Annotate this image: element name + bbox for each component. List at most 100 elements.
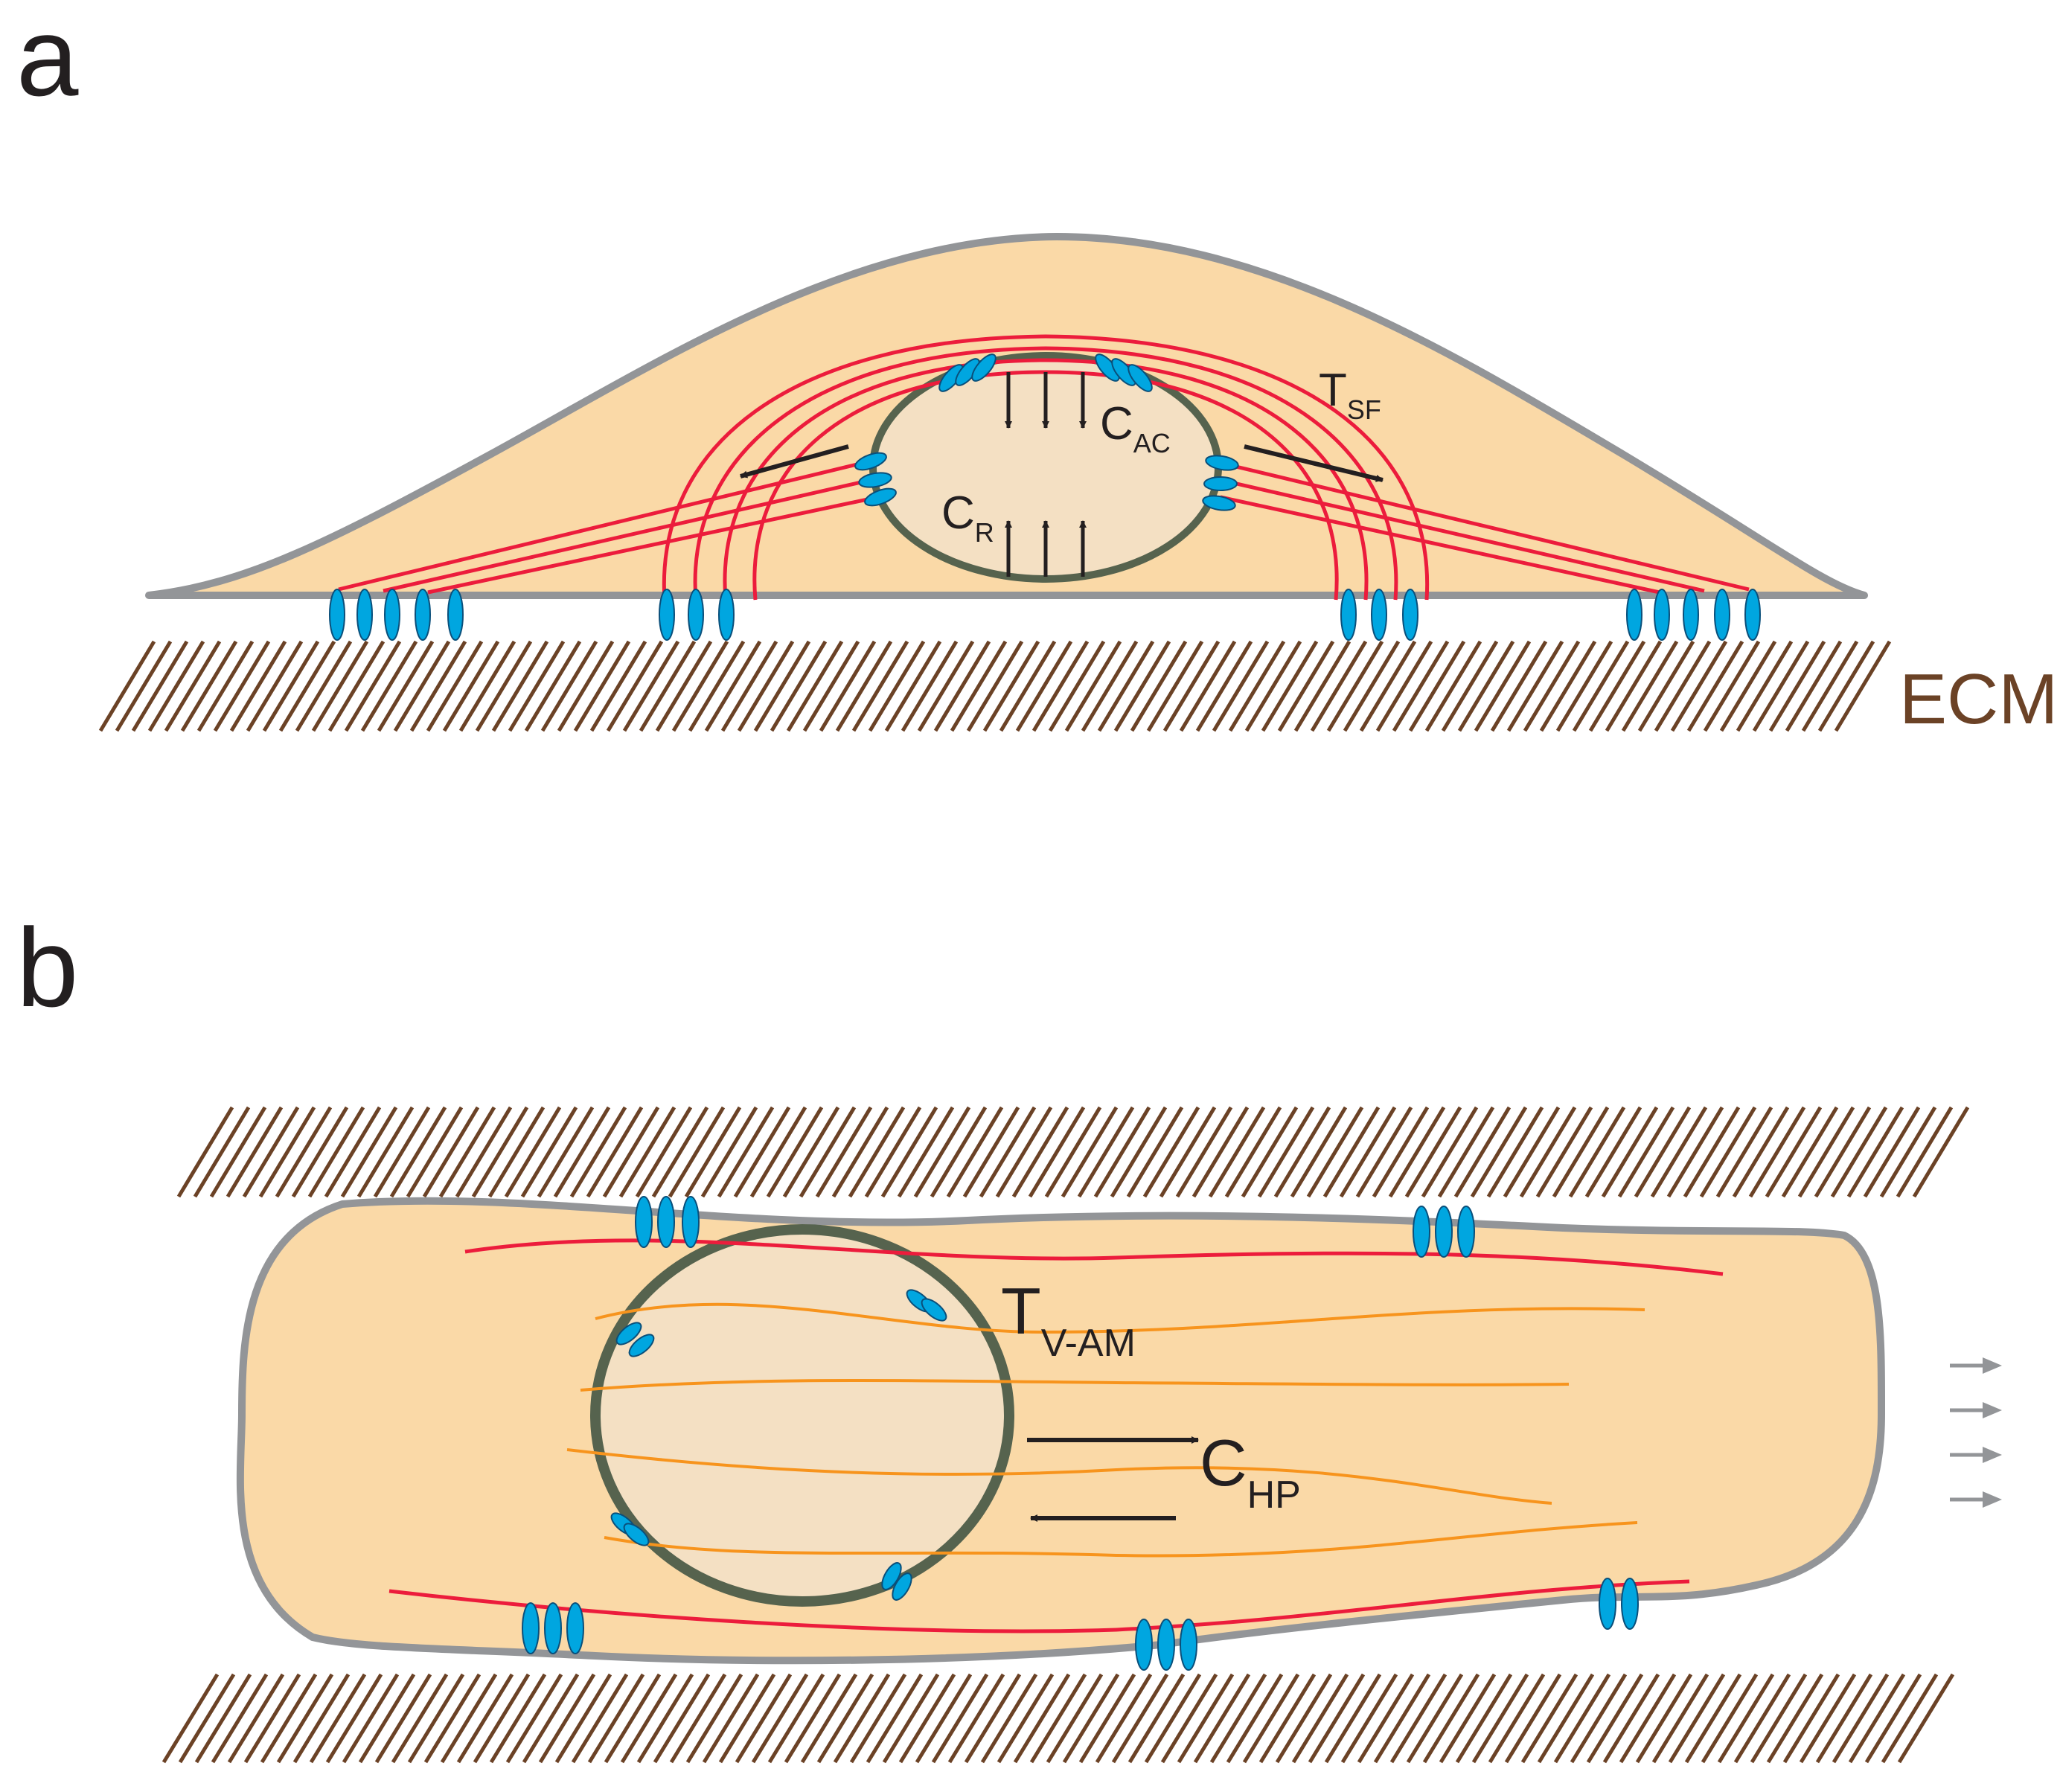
ecm-hatch-line: [538, 1673, 596, 1764]
ecm-hatch-line: [1552, 1106, 1610, 1198]
ecm-hatch-line: [1830, 1106, 1888, 1198]
ecm-hatch-line: [1617, 1106, 1675, 1198]
ecm-hatch-line: [1343, 640, 1401, 732]
ecm-hatch-line: [1717, 1673, 1775, 1764]
ecm-hatch-line: [456, 1673, 514, 1764]
ecm-hatch-line: [1422, 1673, 1480, 1764]
ecm-hatch-line: [573, 640, 631, 732]
ecm-hatch-line: [309, 1673, 367, 1764]
ecm-hatch-line: [1602, 1673, 1660, 1764]
ecm-hatch-line: [1177, 1673, 1235, 1764]
ecm-hatch-line: [1553, 1673, 1611, 1764]
ecm-hatch-line: [587, 1673, 645, 1764]
ecm-hatch-line: [913, 1106, 971, 1198]
ecm-hatch-line: [426, 640, 484, 732]
ecm-hatch-line: [1062, 1673, 1120, 1764]
ecm-hatch-line: [1605, 640, 1663, 732]
ecm-hatch-line: [407, 1673, 465, 1764]
ecm-hatch-line: [1670, 640, 1728, 732]
ecm-hatch-line: [98, 640, 156, 732]
ecm-hatch-line: [1097, 640, 1155, 732]
ecm-hatch-line: [1257, 1106, 1315, 1198]
panel-b-label: b: [16, 905, 78, 1030]
ecm-hatch-line: [1635, 1673, 1693, 1764]
ecm-hatch-line: [1588, 640, 1646, 732]
ecm-hatch-line: [717, 1106, 775, 1198]
ecm-hatch-line: [1651, 1673, 1709, 1764]
ecm-hatch-line: [1801, 640, 1859, 732]
ecm-hatch-line: [1359, 640, 1417, 732]
ecm-hatch-line: [1011, 1106, 1069, 1198]
ecm-hatch-line: [1126, 1106, 1184, 1198]
ecm-hatch-line: [1242, 1673, 1300, 1764]
ecm-hatch-line: [1666, 1106, 1724, 1198]
ecm-hatch-line: [213, 640, 271, 732]
ecm-hatch-line: [704, 640, 762, 732]
ecm-hatch-line: [1650, 1106, 1708, 1198]
ecm-hatch-line: [868, 640, 926, 732]
ecm-hatch-line: [901, 640, 959, 732]
ecm-hatch-line: [422, 1106, 480, 1198]
ecm-hatch-line: [1388, 1106, 1446, 1198]
ecm-hatch-line: [344, 640, 402, 732]
ecm-hatch-line: [505, 1673, 563, 1764]
ecm-hatch-line: [1441, 640, 1499, 732]
ecm-hatch-line: [786, 640, 844, 732]
ecm-hatch-line: [1095, 1673, 1153, 1764]
ecm-hatch-line: [1654, 640, 1712, 732]
ecm-hatch-line: [258, 1106, 316, 1198]
ecm-hatch-line: [1408, 640, 1466, 732]
ecm-hatch-line: [1277, 640, 1335, 732]
ecm-hatch-line: [880, 1106, 938, 1198]
ecm-hatch-line: [340, 1106, 398, 1198]
ecm-hatch-line: [1555, 640, 1613, 732]
ecm-hatch-line: [685, 1673, 743, 1764]
ecm-hatch-line: [639, 640, 697, 732]
ecm-hatch-line: [211, 1673, 269, 1764]
ecm-hatch-line: [1375, 640, 1433, 732]
ecm-hatch-line: [1832, 1673, 1890, 1764]
ecm-hatch-line: [1046, 1673, 1104, 1764]
ecm-hatch-line: [242, 1106, 300, 1198]
ecm-hatch-line: [1406, 1673, 1464, 1764]
ecm-hatch-line: [409, 640, 467, 732]
ecm-hatch-line: [833, 1673, 891, 1764]
ecm-hatch-line: [1568, 1106, 1626, 1198]
ecm-hatch-line: [851, 640, 909, 732]
ecm-hatch-line: [504, 1106, 562, 1198]
ecm-hatch-line: [604, 1673, 662, 1764]
ecm-hatch-a: [98, 640, 1892, 732]
ecm-hatch-line: [393, 640, 451, 732]
ecm-hatch-line: [819, 640, 877, 732]
ecm-hatch-line: [1372, 1106, 1430, 1198]
ecm-hatch-line: [1815, 1673, 1873, 1764]
ecm-hatch-b-bottom: [161, 1673, 1955, 1764]
ecm-hatch-line: [622, 640, 680, 732]
ecm-hatch-line: [540, 640, 598, 732]
ecm-hatch-line: [295, 640, 353, 732]
ecm-hatch-line: [1490, 640, 1548, 732]
c-r-label: CR: [941, 487, 994, 548]
ecm-hatch-line: [164, 640, 222, 732]
ecm-hatch-line: [1864, 1673, 1922, 1764]
ecm-hatch-line: [1310, 640, 1368, 732]
ecm-hatch-line: [835, 640, 893, 732]
ecm-hatch-line: [1621, 640, 1679, 732]
ecm-hatch-line: [684, 1106, 742, 1198]
ecm-hatch-line: [737, 640, 795, 732]
ecm-hatch-line: [653, 1673, 711, 1764]
ecm-hatch-line: [1486, 1106, 1544, 1198]
ecm-hatch-line: [784, 1673, 842, 1764]
ecm-hatch-line: [1373, 1673, 1431, 1764]
ecm-hatch-line: [1077, 1106, 1135, 1198]
ecm-hatch-line: [225, 1106, 284, 1198]
ecm-hatch-line: [735, 1673, 793, 1764]
ecm-hatch-line: [618, 1106, 676, 1198]
ecm-hatch-line: [1193, 1673, 1251, 1764]
t-vam-label: TV-AM: [1001, 1274, 1136, 1365]
migration-arrows: [1950, 1357, 2002, 1508]
ecm-hatch-line: [1834, 640, 1892, 732]
ecm-hatch-line: [1634, 1106, 1692, 1198]
ecm-hatch-line: [964, 1673, 1022, 1764]
